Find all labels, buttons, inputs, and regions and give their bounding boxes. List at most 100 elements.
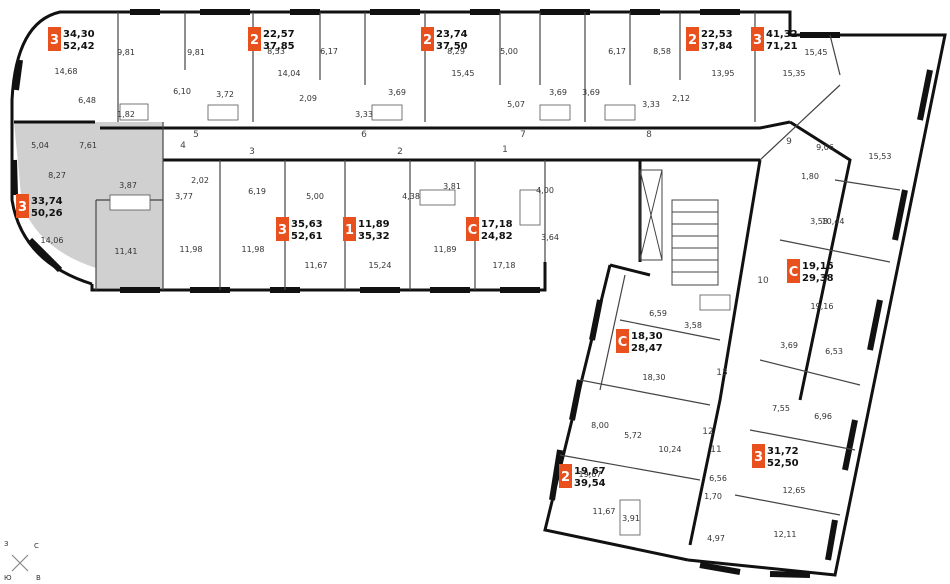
apartment-area-living: 37,50 <box>436 41 468 52</box>
highlighted-apartment[interactable] <box>14 122 163 288</box>
room-area-label: 9,81 <box>187 48 205 57</box>
room-area-label: 2,02 <box>191 176 209 185</box>
apartment-type: С <box>618 335 628 350</box>
room-area-label: 14,04 <box>278 69 301 78</box>
apartment-area-total: 23,74 <box>436 29 468 40</box>
corridor-number: 5 <box>193 130 199 140</box>
room-area-label: 4,38 <box>402 192 420 201</box>
room-area-label: 8,29 <box>447 47 465 56</box>
compass-north: С <box>34 542 39 550</box>
room-area-label: 9,81 <box>117 48 135 57</box>
room-area-label: 3,87 <box>119 181 137 190</box>
apartment-area-living: 28,47 <box>631 343 663 354</box>
room-area-label: 6,56 <box>709 474 727 483</box>
room-area-label: 1,80 <box>801 172 819 181</box>
apartment-area-living: 37,84 <box>701 41 733 52</box>
corridor-number: 6 <box>361 130 367 140</box>
apartment-area-total: 31,72 <box>767 446 799 457</box>
room-area-label: 3,91 <box>622 514 640 523</box>
corridor-number: 9 <box>786 137 792 147</box>
room-area-label: 3,33 <box>642 100 660 109</box>
compass-west: З <box>4 540 9 548</box>
apartment-type-tag <box>752 444 765 468</box>
room-area-label: 3,81 <box>443 182 461 191</box>
compass-rose: З Ю С В <box>4 540 41 582</box>
apartment-area-living: 50,26 <box>31 208 63 219</box>
room-area-label: 11,89 <box>434 245 457 254</box>
apartment-type: 2 <box>423 33 432 48</box>
apartment-type: 3 <box>753 33 762 48</box>
room-area-label: 18,30 <box>643 373 666 382</box>
apartment-type: 2 <box>561 470 570 485</box>
room-area-label: 6,17 <box>320 47 338 56</box>
room-area-label: 19,67 <box>579 470 602 479</box>
room-area-label: 3,64 <box>541 233 559 242</box>
apartment-area-living: 24,82 <box>481 231 513 242</box>
corridor-number: 3 <box>249 147 255 157</box>
room-area-label: 8,27 <box>48 171 66 180</box>
room-area-label: 3,69 <box>549 88 567 97</box>
apartment-type: 1 <box>345 223 354 238</box>
apartment-area-living: 52,42 <box>63 41 95 52</box>
room-area-label: 15,24 <box>369 261 392 270</box>
room-area-label: 5,00 <box>500 47 518 56</box>
apartment-type-tag <box>343 217 356 241</box>
room-area-label: 3,58 <box>684 321 702 330</box>
room-area-label: 2,12 <box>672 94 690 103</box>
stairs <box>639 169 719 286</box>
apartment-type-tag <box>248 27 261 51</box>
room-area-label: 1,82 <box>117 110 135 119</box>
apartment-type: 2 <box>688 33 697 48</box>
apartment-area-living: 39,54 <box>574 478 606 489</box>
room-area-label: 3,69 <box>388 88 406 97</box>
apartment-type-tag <box>616 329 629 353</box>
room-area-label: 4,00 <box>536 186 554 195</box>
room-area-label: 15,53 <box>869 152 892 161</box>
apartment-area-living: 71,21 <box>766 41 798 52</box>
room-area-label: 5,07 <box>507 100 525 109</box>
room-area-label: 7,55 <box>772 404 790 413</box>
apartment-type-tag <box>276 217 289 241</box>
room-area-label: 14,06 <box>41 236 64 245</box>
apartment-area-total: 19,67 <box>574 466 606 477</box>
room-area-label: 15,35 <box>783 69 806 78</box>
windows <box>11 9 933 578</box>
room-area-label: 6,96 <box>814 412 832 421</box>
room-area-label: 13,95 <box>712 69 735 78</box>
apartment-type-tag <box>559 464 572 488</box>
corridor-number: 12 <box>702 427 713 437</box>
room-area-label: 12,65 <box>783 486 806 495</box>
room-area-label: 8,00 <box>591 421 609 430</box>
apartment-area-total: 22,53 <box>701 29 733 40</box>
room-area-label: 3,72 <box>216 90 234 99</box>
room-area-label: 2,09 <box>299 94 317 103</box>
room-area-label: 19,16 <box>811 302 834 311</box>
room-area-label: 5,00 <box>306 192 324 201</box>
room-area-label: 1,70 <box>704 492 722 501</box>
room-area-label: 6,59 <box>649 309 667 318</box>
bathrooms <box>109 103 731 536</box>
room-area-label: 6,10 <box>173 87 191 96</box>
corridor-number: 4 <box>180 141 186 151</box>
corridor-number: 10 <box>757 276 769 286</box>
room-area-label: 15,45 <box>452 69 475 78</box>
corridor-number: 8 <box>646 130 652 140</box>
room-area-label: 3,77 <box>175 192 193 201</box>
apartment-type: С <box>468 223 478 238</box>
apartment-area-living: 37,85 <box>263 41 295 52</box>
apartment-type-tag <box>421 27 434 51</box>
